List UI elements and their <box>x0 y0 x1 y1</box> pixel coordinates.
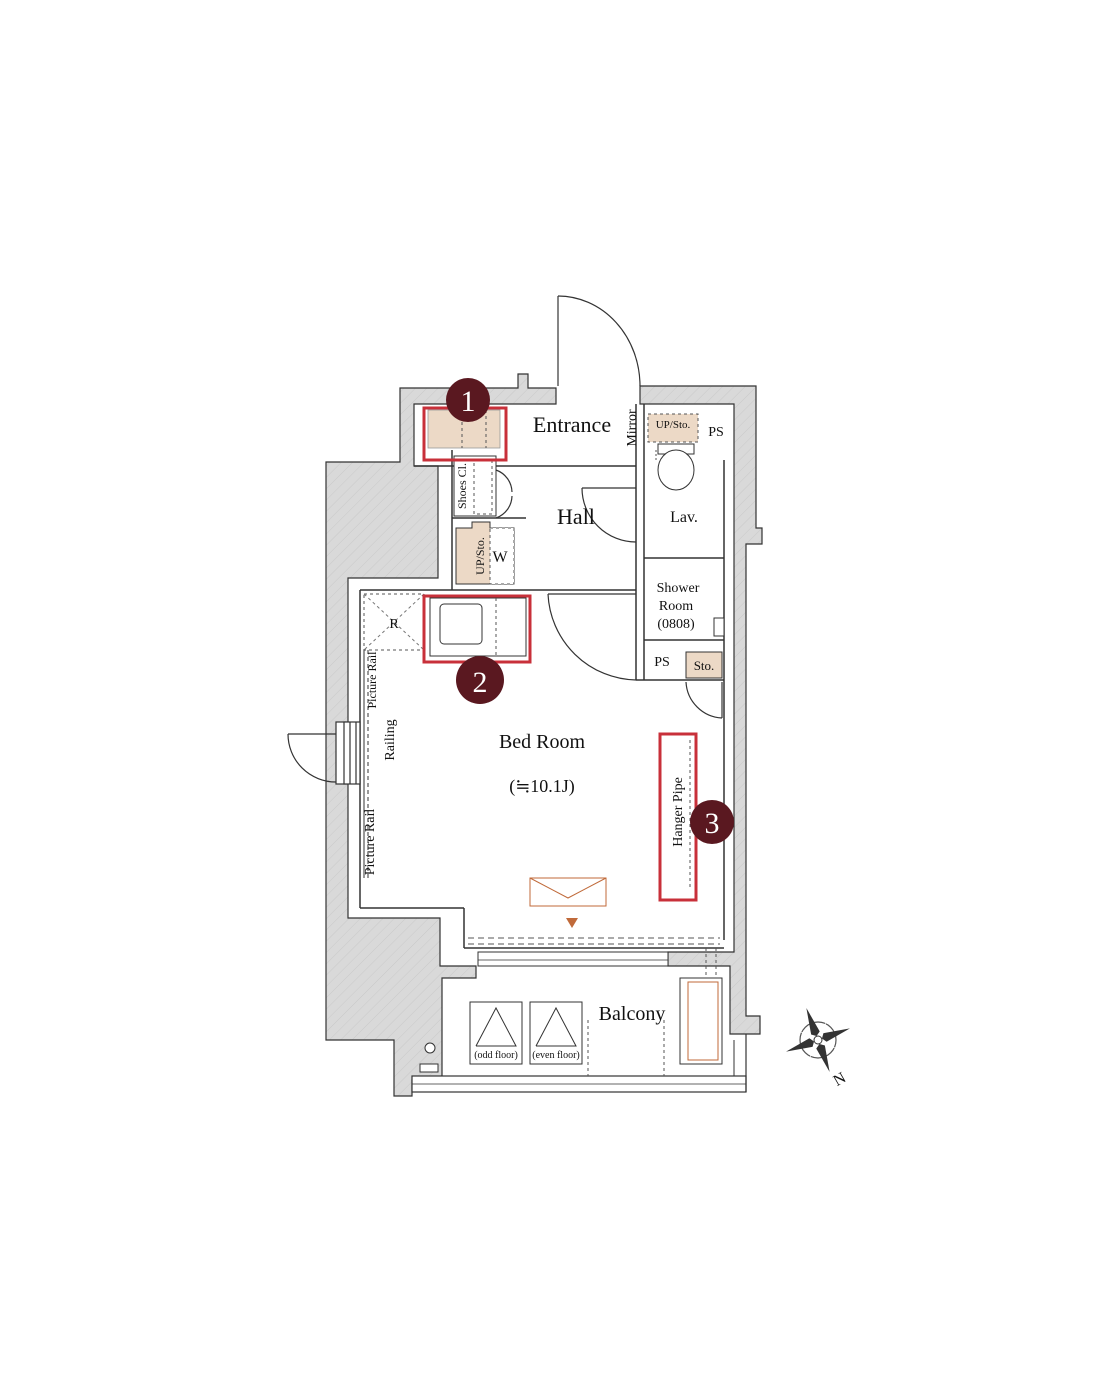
hall-label: Hall <box>557 504 595 529</box>
odd-floor-label: (odd floor) <box>474 1050 518 1061</box>
ps-top-label: PS <box>708 425 724 440</box>
room-labels: Entrance Hall Lav. Shower Room (0808) Be… <box>499 412 700 1025</box>
fridge-label: R <box>389 617 399 632</box>
compass: N <box>786 1008 850 1090</box>
railing-label: Railing <box>383 719 398 760</box>
bedroom-size-label: (≒10.1J) <box>509 776 575 797</box>
escape-hatch-even <box>529 1001 583 1065</box>
marker-3-number: 3 <box>705 807 720 840</box>
fixture-labels: Mirror UP/Sto. PS Shoes Cl. UP/Sto. W R … <box>363 409 724 1061</box>
walls <box>325 373 763 1097</box>
shoes-cl-label: Shoes Cl. <box>455 463 469 509</box>
ac-unit <box>529 877 607 907</box>
marker-3 <box>690 800 734 844</box>
bedroom-label: Bed Room <box>499 731 586 753</box>
markers: 1 2 3 <box>446 378 734 844</box>
compass-north-label: N <box>830 1069 849 1090</box>
east-wall <box>639 385 763 1035</box>
up-sto-left-label: UP/Sto. <box>473 537 487 575</box>
marker-2 <box>456 656 504 704</box>
ps-bottom-label: PS <box>654 655 670 670</box>
washer-label: W <box>492 549 508 566</box>
shower-code-label: (0808) <box>657 617 695 632</box>
sto-label: Sto. <box>694 658 715 673</box>
shower-room-label: Room <box>659 599 693 614</box>
even-floor-label: (even floor) <box>532 1050 579 1061</box>
shower-label: Shower <box>657 581 700 596</box>
marker-1-number: 1 <box>461 385 476 418</box>
marker-2-number: 2 <box>473 666 488 699</box>
marker-1 <box>446 378 490 422</box>
partitions <box>359 404 725 949</box>
picture-rail-1-label: Picture Rail <box>365 651 379 709</box>
mirror-label: Mirror <box>625 409 640 447</box>
hanger-pipe-label: Hanger Pipe <box>671 777 686 847</box>
picture-rail-2-label: Picture Rail <box>363 809 378 876</box>
up-sto-top <box>647 413 699 443</box>
lav-label: Lav. <box>670 509 698 526</box>
front-door-swing <box>557 295 641 387</box>
doors <box>287 295 723 785</box>
balcony-label: Balcony <box>599 1003 666 1025</box>
escape-hatch-odd <box>469 1001 523 1065</box>
toilet <box>657 449 695 491</box>
sto-box <box>685 651 723 679</box>
compass-star-icon <box>786 1008 850 1072</box>
ac-arrow <box>566 918 578 928</box>
entrance-label: Entrance <box>533 412 611 437</box>
west-wall <box>325 373 557 1097</box>
up-sto-top-label: UP/Sto. <box>656 419 691 431</box>
